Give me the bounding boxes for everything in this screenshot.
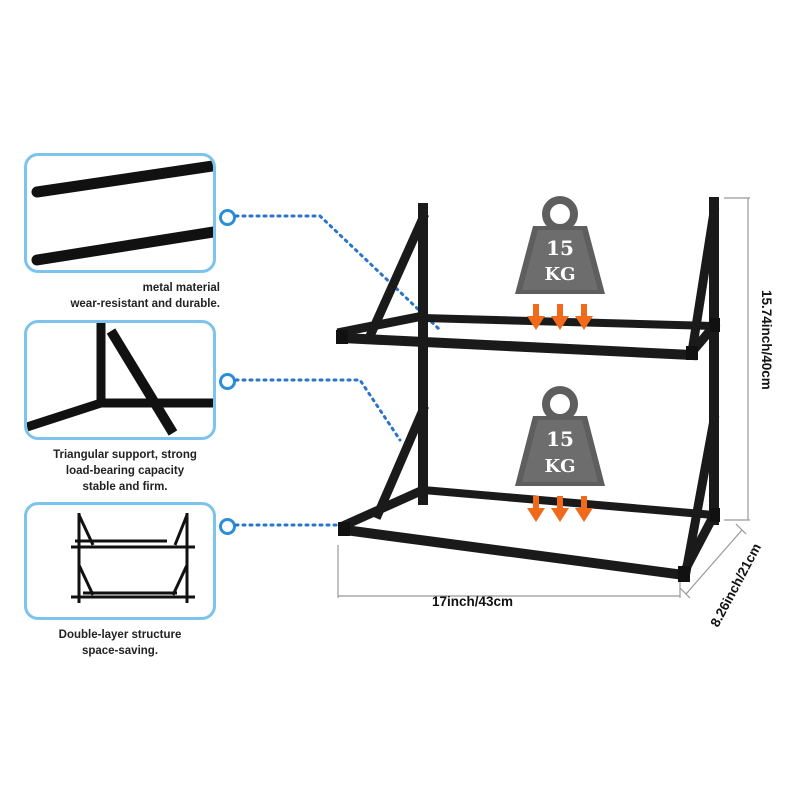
callout-connector-dot	[219, 209, 236, 226]
caption-triangle: Triangular support, strong load-bearing …	[20, 447, 230, 495]
caption-line: load-bearing capacity	[65, 465, 185, 477]
callout-triangle-closeup	[24, 320, 216, 440]
load-arrows	[527, 496, 593, 522]
callout-double-layer-closeup	[24, 502, 216, 620]
caption-line: stable and firm.	[82, 481, 168, 493]
weight-number: 15	[546, 236, 574, 260]
weight-number: 15	[546, 427, 574, 451]
dimension-lines	[337, 197, 750, 599]
double-layer-image	[71, 513, 195, 603]
caption-line: space-saving.	[81, 645, 159, 657]
caption-double-layer: Double-layer structure space-saving.	[40, 627, 200, 659]
metal-tube-image	[31, 160, 213, 266]
callout-connector-dot	[219, 518, 236, 535]
weight-icon	[515, 386, 605, 486]
caption-line: Triangular support, strong	[53, 449, 197, 461]
caption-metal: metal material wear-resistant and durabl…	[40, 280, 220, 312]
triangle-support-image	[27, 323, 213, 436]
weight-icon	[515, 196, 605, 294]
caption-line: metal material	[142, 282, 220, 294]
load-arrows	[527, 304, 593, 330]
height-dimension-label: 15.74inch/40cm	[759, 290, 774, 390]
caption-line: wear-resistant and durable.	[70, 298, 220, 310]
end-caps	[336, 318, 720, 582]
connector-lines	[234, 214, 442, 527]
callout-connector-dot	[219, 373, 236, 390]
weight-unit: KG	[544, 264, 575, 285]
rack-frame	[336, 197, 721, 581]
weight-unit: KG	[544, 456, 575, 477]
callout-metal-closeup	[24, 153, 216, 273]
width-dimension-label: 17inch/43cm	[432, 594, 513, 609]
depth-dimension-label: 8.26inch/21cm	[707, 541, 764, 630]
caption-line: Double-layer structure	[58, 629, 182, 641]
